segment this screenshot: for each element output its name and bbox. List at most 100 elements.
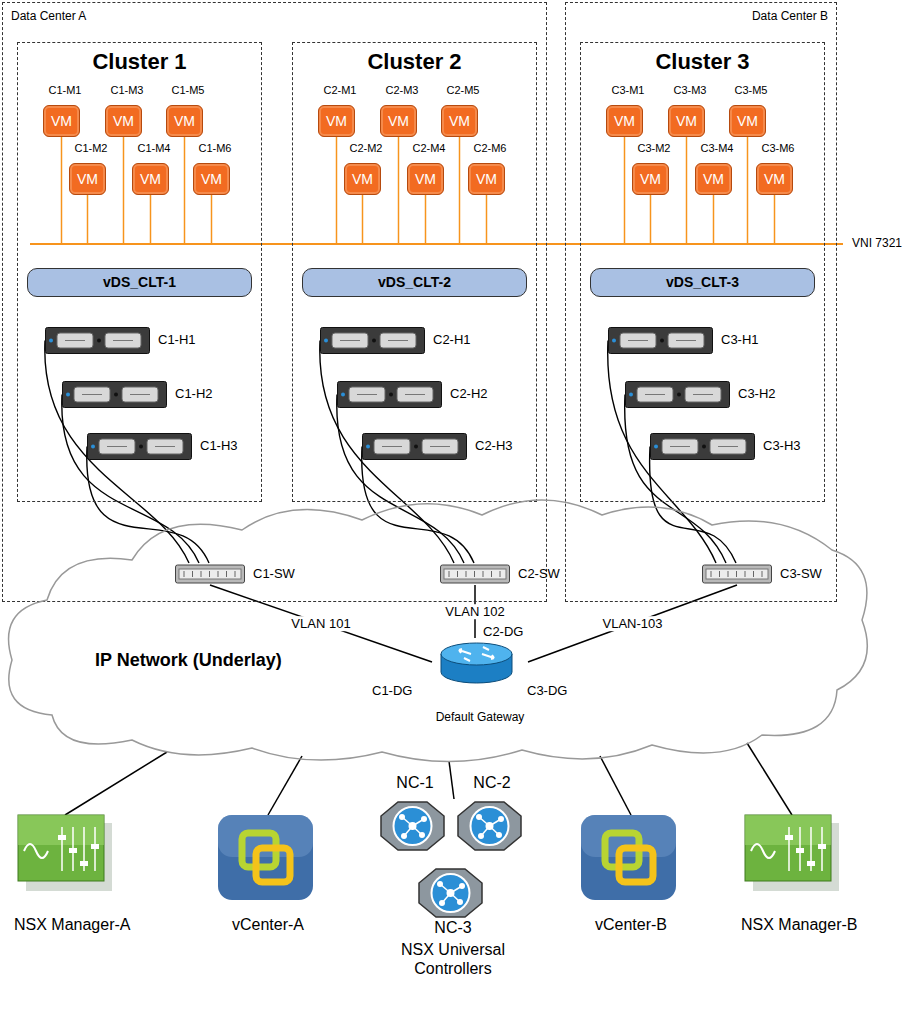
vm-name: C1-M4 <box>131 142 177 155</box>
vds-band: vDS_CLT-2 <box>302 268 527 297</box>
vds-band: vDS_CLT-1 <box>27 268 252 297</box>
vm-name: C2-M3 <box>379 84 425 97</box>
controller-icon <box>418 868 483 918</box>
network-name: IP Network (Underlay) <box>95 650 282 672</box>
vm-drop-line <box>61 137 63 244</box>
host-name: C1-H1 <box>158 332 196 348</box>
vm-box: C2-M4VM <box>406 142 452 195</box>
switch-icon <box>702 563 772 585</box>
vm-body: VM <box>105 105 142 137</box>
vm-box: C2-M2VM <box>343 142 389 195</box>
vm-drop-line <box>486 195 488 244</box>
esxi-host: C1-H2 <box>62 381 217 408</box>
cluster-region: Cluster 3C3-M1VMC3-M2VMC3-M3VMC3-M4VMC3-… <box>580 42 825 502</box>
vm-drop-line <box>336 137 338 244</box>
management-link <box>747 743 792 815</box>
default-gateway-router: Default Gateway <box>432 638 528 726</box>
uplink-cable <box>362 447 474 564</box>
vm-name: C1-M3 <box>104 84 150 97</box>
controller-group-name: NSX Universal Controllers <box>365 940 541 978</box>
vcenter-icon <box>218 815 313 900</box>
vm-text: VM <box>194 164 229 194</box>
uplink-cable <box>87 447 209 564</box>
router-icon <box>439 640 514 685</box>
vlan-label: VLAN 101 <box>289 616 352 632</box>
controller-name: NC-1 <box>375 773 455 792</box>
vcenter-name: vCenter-B <box>563 915 699 934</box>
host-name: C3-H1 <box>721 332 759 348</box>
vm-drop-line <box>713 195 715 244</box>
vm-name: C3-M3 <box>667 84 713 97</box>
nsx-controller: NC-2 <box>452 773 532 853</box>
vm-box: C1-M1VM <box>42 84 88 137</box>
vm-text: VM <box>408 164 443 194</box>
nsx-manager: NSX Manager-B <box>735 815 895 937</box>
gateway-interface-label: C3-DG <box>527 683 567 699</box>
vm-body: VM <box>668 105 705 137</box>
esxi-host: C2-H2 <box>337 381 492 408</box>
switch-icon <box>440 563 510 585</box>
vm-text: VM <box>381 106 416 136</box>
vm-body: VM <box>43 105 80 137</box>
router-name: Default Gateway <box>432 710 528 724</box>
host-name: C2-H3 <box>475 438 513 454</box>
vds-name: vDS_CLT-1 <box>28 269 251 296</box>
data-center-region: Data Center BCluster 3C3-M1VMC3-M2VMC3-M… <box>565 2 837 602</box>
data-center-region: Data Center ACluster 1C1-M1VMC1-M2VMC1-M… <box>2 2 547 602</box>
vm-drop-line <box>624 137 626 244</box>
host-name: C1-H2 <box>175 386 213 402</box>
cluster-heading: Cluster 1 <box>18 49 261 75</box>
vm-box: C3-M5VM <box>728 84 774 137</box>
vm-name: C3-M2 <box>631 142 677 155</box>
manager-name: NSX Manager-A <box>14 915 131 934</box>
server-icon <box>608 327 713 354</box>
vds-band: vDS_CLT-3 <box>590 268 815 297</box>
vni-label: VNI 7321 <box>852 236 902 250</box>
vm-box: C3-M2VM <box>631 142 677 195</box>
vm-drop-line <box>87 195 89 244</box>
vm-box: C1-M3VM <box>104 84 150 137</box>
vm-body: VM <box>729 105 766 137</box>
vm-drop-line <box>150 195 152 244</box>
uplink-cable <box>62 395 199 564</box>
vm-name: C1-M1 <box>42 84 88 97</box>
vm-drop-line <box>747 137 749 244</box>
vm-box: C2-M1VM <box>317 84 363 137</box>
nsx-manager-icon <box>18 815 113 893</box>
server-icon <box>320 327 425 354</box>
nsx-controller: NC-1 <box>375 773 455 853</box>
controller-name: NC-2 <box>452 773 532 792</box>
vlan-link <box>528 585 737 662</box>
nsx-manager-icon <box>745 815 840 893</box>
host-name: C3-H3 <box>763 438 801 454</box>
vm-text: VM <box>757 164 792 194</box>
esxi-host: C2-H3 <box>362 433 517 460</box>
controller-name: NC-3 <box>365 918 541 937</box>
vm-name: C2-M1 <box>317 84 363 97</box>
vm-drop-line <box>211 195 213 244</box>
vm-text: VM <box>345 164 380 194</box>
server-icon <box>337 381 442 408</box>
vm-text: VM <box>442 106 477 136</box>
vcenter-name: vCenter-A <box>200 915 336 934</box>
vcenter-server: vCenter-A <box>200 815 336 937</box>
vm-body: VM <box>407 163 444 195</box>
vm-text: VM <box>106 106 141 136</box>
vm-body: VM <box>193 163 230 195</box>
vm-text: VM <box>633 164 668 194</box>
esxi-host: C3-H1 <box>608 327 763 354</box>
vds-name: vDS_CLT-2 <box>303 269 526 296</box>
cluster-region: Cluster 2C2-M1VMC2-M2VMC2-M3VMC2-M4VMC2-… <box>292 42 537 502</box>
region-title: Data Center B <box>752 9 828 23</box>
server-icon <box>87 433 192 460</box>
esxi-host: C3-H2 <box>625 381 780 408</box>
host-name: C1-H3 <box>200 438 238 454</box>
vm-name: C2-M6 <box>467 142 513 155</box>
vm-drop-line <box>650 195 652 244</box>
vm-name: C2-M4 <box>406 142 452 155</box>
manager-name: NSX Manager-B <box>741 915 858 934</box>
vm-text: VM <box>70 164 105 194</box>
server-icon <box>45 327 150 354</box>
vm-name: C1-M5 <box>165 84 211 97</box>
vm-box: C3-M3VM <box>667 84 713 137</box>
